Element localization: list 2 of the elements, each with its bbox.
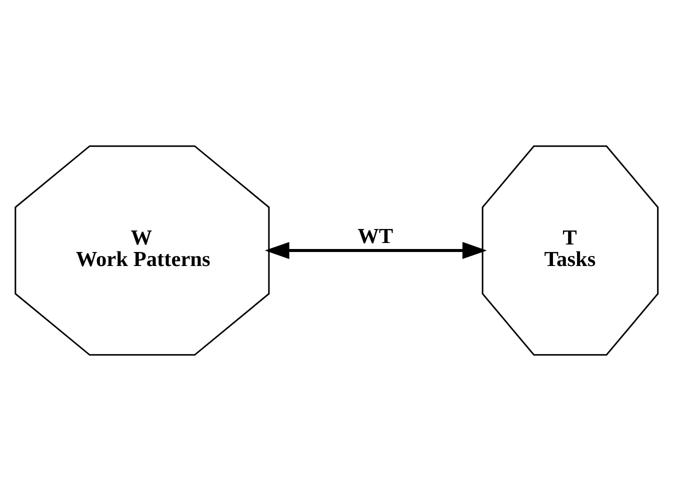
arrow xyxy=(264,241,487,259)
edge-label: WT xyxy=(358,224,394,248)
